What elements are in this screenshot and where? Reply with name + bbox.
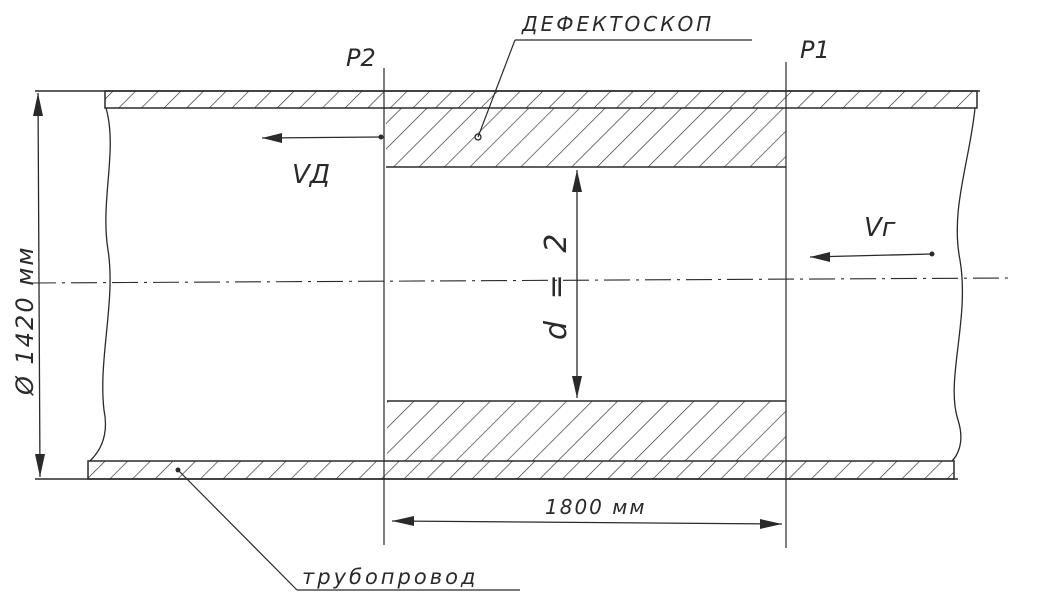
gas-velocity-arrow [809,251,935,262]
inner-diameter-dimension [572,170,582,398]
p1-label: P1 [800,36,830,64]
pipeline-leader [175,467,520,591]
detector-velocity-arrow [261,133,384,143]
p2-label: P2 [346,44,376,72]
break-line-left [89,107,111,462]
defectoscope-body [386,108,786,461]
pipe-wall-top [35,90,980,109]
detector-velocity-label: VД [292,160,330,190]
gas-velocity-label: Vг [864,213,896,243]
outer-diameter-label: Ø 1420 мм [11,246,39,396]
length-label: 1800 мм [545,495,646,519]
pipeline-label: трубопровод [302,565,478,589]
break-line-right [951,107,976,462]
length-dimension [391,516,783,529]
inner-diameter-label: d = 2 [539,228,574,340]
pipe-wall-bottom [35,460,958,480]
detector-label: ДЕФЕКТОСКОП [521,12,714,36]
outer-diameter-dimension [33,92,45,478]
detector-leader [474,39,752,141]
center-axis [29,277,1011,284]
